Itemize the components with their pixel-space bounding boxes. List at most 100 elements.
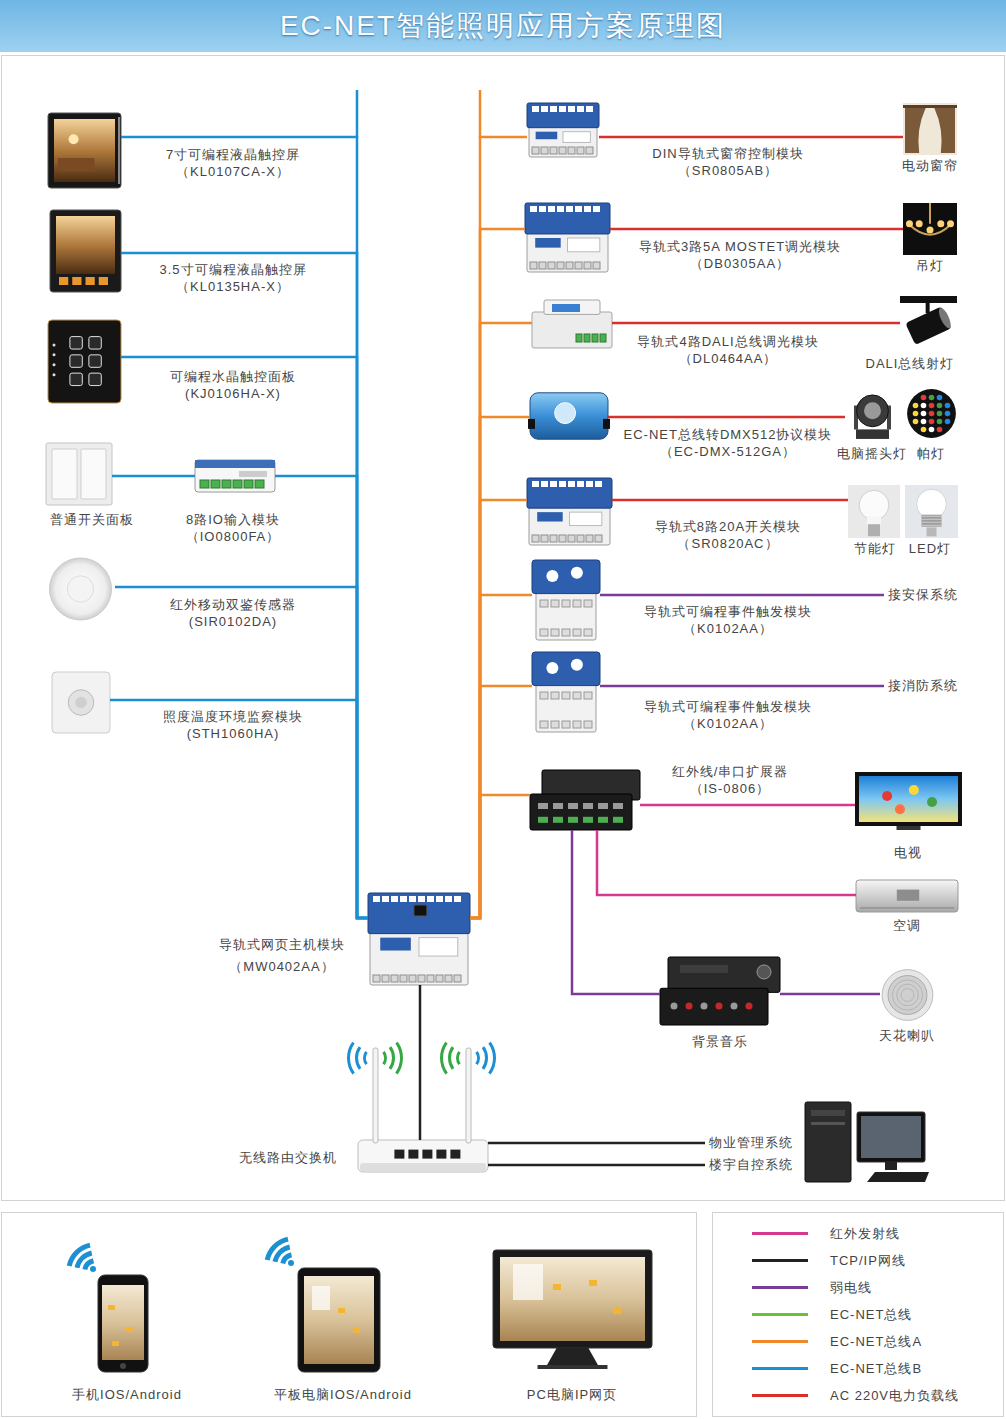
illustration-shape (222, 480, 231, 488)
illustration-shape (907, 389, 956, 438)
illustration-shape (527, 232, 608, 272)
illustration-shape (99, 277, 108, 285)
illustration-shape (805, 1102, 851, 1182)
illustration-shape (576, 334, 582, 342)
legend-row: TCP/IP网线 (712, 1253, 1004, 1269)
illustration-shape (571, 659, 583, 671)
illustration-shape (46, 443, 112, 505)
illustration-shape (120, 1363, 126, 1369)
device-name: 红外线/串口扩展器 (672, 764, 789, 780)
wifi-arc (382, 1051, 387, 1065)
illustration-shape (557, 262, 564, 269)
illustration-shape (118, 117, 120, 184)
legend-row: 红外发射线 (712, 1226, 1004, 1242)
illustration-shape (52, 449, 77, 499)
illustration-shape (559, 481, 566, 487)
illustration-shape (530, 262, 537, 269)
illustration-shape (540, 600, 548, 607)
legend-row: EC-NET总线B (712, 1361, 1004, 1377)
illustration-shape (529, 126, 597, 157)
illustration-shape (716, 1002, 723, 1009)
illustration-shape (368, 893, 470, 934)
illustration-shape (81, 449, 106, 499)
device-name: 接消防系统 (888, 678, 958, 694)
device-node: 电视 (855, 772, 962, 832)
device-illustration (903, 203, 957, 255)
illustration-shape (897, 826, 921, 830)
illustration-shape (86, 277, 95, 285)
illustration-shape (49, 558, 111, 620)
device-name: 导轨式可编程事件触发模块 (644, 604, 812, 620)
device-illustration (368, 893, 470, 985)
illustration-shape (53, 353, 56, 356)
illustration-shape (937, 427, 943, 433)
illustration-shape (577, 147, 584, 154)
connector-line (600, 685, 884, 688)
illustration-shape (668, 957, 780, 992)
device-name: 7寸可编程液晶触控屏 (166, 147, 300, 163)
illustration-shape (573, 692, 581, 699)
illustration-shape (811, 1122, 845, 1125)
illustration-shape (573, 721, 581, 728)
model-number: （SR0805AB） (678, 163, 778, 179)
device-name: 电脑摇头灯 (837, 446, 907, 462)
illustration-shape (598, 817, 608, 823)
connector-line (121, 357, 368, 918)
legend-row: EC-NET总线A (712, 1334, 1004, 1350)
illustration-shape (589, 1280, 597, 1286)
illustration-shape (811, 1110, 845, 1116)
illustration-shape (70, 337, 82, 349)
wifi-arc (475, 1051, 480, 1065)
connector-line (115, 587, 368, 918)
illustration-shape (538, 803, 548, 809)
device-illustration (298, 1268, 380, 1372)
model-number: （DB0305AA） (690, 256, 790, 272)
device-illustration (900, 296, 957, 350)
illustration-shape (566, 262, 573, 269)
illustration-shape (570, 512, 602, 525)
illustration-shape (547, 1348, 598, 1365)
wifi-arc (448, 1046, 454, 1069)
model-number: （KL0135HA-X） (176, 279, 290, 295)
device-name: 手机IOS/Android (72, 1387, 182, 1403)
device-illustration (525, 203, 610, 272)
device-illustration (848, 485, 900, 538)
illustration-shape (445, 975, 452, 982)
device-node: 吊灯 (903, 203, 957, 255)
illustration-shape (427, 896, 434, 902)
illustration-shape (400, 896, 407, 902)
illustration-shape (544, 300, 600, 314)
device-name: 平板电脑IOS/Android (274, 1387, 412, 1403)
antenna (466, 1048, 471, 1143)
illustration-shape (53, 343, 56, 346)
device-node: 导轨式网页主机模块（MW0402AA） (368, 893, 470, 985)
illustration-shape (562, 600, 570, 607)
illustration-shape (52, 672, 110, 733)
bus-b-stub (356, 90, 359, 138)
illustration-shape (540, 721, 548, 728)
illustration-shape (211, 480, 220, 488)
device-node: 帕灯 (905, 387, 958, 440)
illustration-shape (436, 896, 443, 902)
illustration-shape (583, 817, 593, 823)
illustration-shape (945, 419, 951, 425)
device-illustration (532, 560, 600, 640)
illustration-shape (917, 489, 947, 519)
illustration-shape (577, 535, 584, 542)
illustration-shape (592, 334, 598, 342)
device-node: DIN导轨式窗帘控制模块（SR0805AB） (527, 103, 599, 157)
connector-line (608, 416, 845, 419)
illustration-shape (312, 1286, 330, 1310)
device-node: 平板电脑IOS/Android (298, 1268, 380, 1372)
illustration-shape (75, 697, 87, 709)
illustration-shape (562, 692, 570, 699)
device-node: 照度温度环境监察模块(STH1060HA) (52, 672, 110, 733)
device-name: 可编程水晶触控面板 (170, 369, 296, 385)
device-node: 7寸可编程液晶触控屏（KL0107CA-X） (48, 113, 121, 188)
wifi-dot (90, 1266, 96, 1272)
illustration-shape (541, 147, 548, 154)
illustration-shape (550, 106, 557, 112)
illustration-shape (436, 975, 443, 982)
device-name: 楼宇自控系统 (709, 1157, 793, 1173)
connector-line (640, 804, 855, 807)
